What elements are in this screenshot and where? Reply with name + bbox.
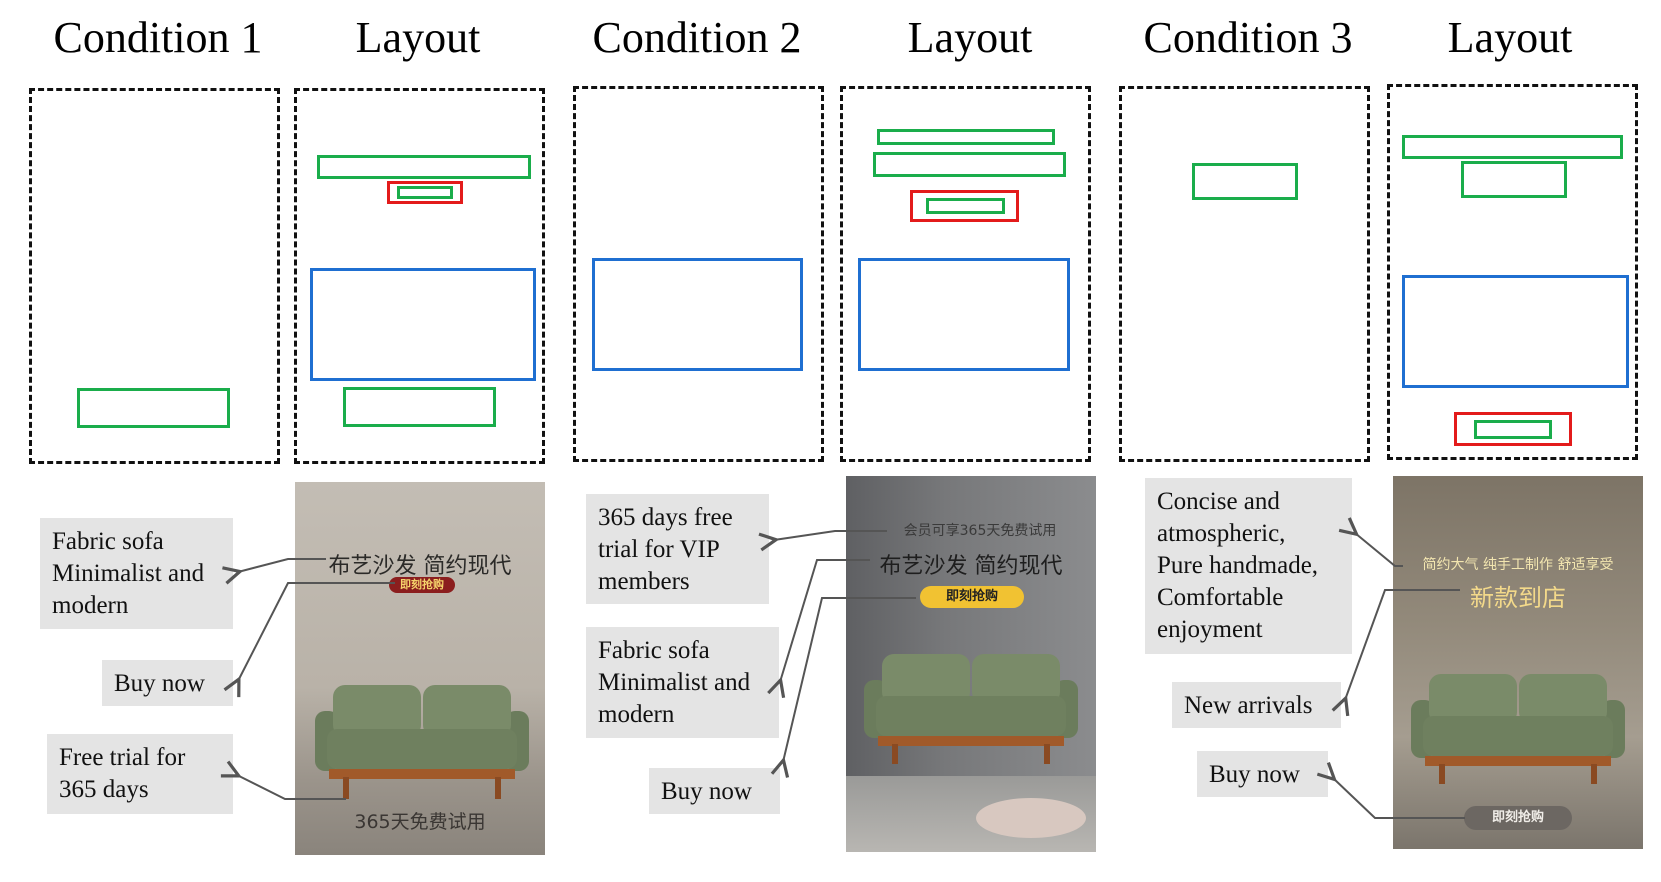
layout-1-headline-box	[317, 155, 531, 179]
header-condition-2: Condition 2	[592, 13, 802, 62]
c2-label-fabric-sofa: Fabric sofa Minimalist and modern	[586, 627, 779, 738]
poster-3-tagline: 简约大气 纯手工制作 舒适享受	[1422, 557, 1614, 573]
c2-label-vip-trial: 365 days free trial for VIP members	[586, 494, 769, 604]
poster-2-buy-button: 即刻抢购	[920, 586, 1024, 608]
arrow-c3-headline	[1345, 589, 1460, 700]
layout-3-canvas	[1387, 84, 1638, 460]
layout-1-footer-box	[343, 387, 496, 427]
layout-3-headline-box	[1461, 161, 1567, 198]
condition-3-headline-box	[1192, 163, 1298, 200]
header-layout-1: Layout	[355, 13, 481, 62]
poster-2-top-text: 会员可享365天免费试用	[903, 523, 1057, 539]
poster-3-headline: 新款到店	[1470, 584, 1566, 612]
condition-2-canvas	[573, 86, 824, 462]
sofa-image	[313, 677, 531, 807]
layout-1-canvas	[294, 88, 545, 464]
arrow-c2-top	[774, 530, 887, 540]
c1-label-buy-now: Buy now	[102, 660, 233, 706]
poster-1-footer: 365天免费试用	[354, 811, 486, 833]
poster-1-buy-button: 即刻抢购	[389, 577, 455, 593]
layout-2-canvas	[840, 86, 1091, 462]
sofa-image	[860, 646, 1082, 776]
layout-3-button-box	[1454, 412, 1572, 446]
layout-1-product-box	[310, 268, 536, 381]
layout-2-top-text-box	[877, 129, 1055, 145]
c1-label-fabric-sofa: Fabric sofa Minimalist and modern	[40, 518, 233, 629]
poster-3-buy-button: 即刻抢购	[1464, 806, 1572, 830]
poster-1-headline: 布艺沙发 简约现代	[328, 554, 512, 579]
floor-rug	[846, 776, 1096, 852]
poster-3: 简约大气 纯手工制作 舒适享受 新款到店 即刻抢购	[1393, 476, 1643, 849]
layout-1-button-box	[387, 181, 463, 204]
layout-3-product-box	[1402, 275, 1629, 388]
condition-3-canvas	[1119, 86, 1370, 462]
header-condition-3: Condition 3	[1143, 13, 1353, 62]
condition-2-product-box	[592, 258, 803, 371]
layout-1-button-text-box	[397, 186, 453, 199]
arrow-c3-button	[1333, 778, 1465, 819]
arrow-c2-headline	[780, 559, 870, 682]
header-condition-1: Condition 1	[53, 13, 263, 62]
arrow-c2-button	[783, 597, 916, 762]
c2-label-buy-now: Buy now	[649, 768, 780, 814]
layout-3-button-text-box	[1474, 420, 1552, 439]
poster-2-headline: 布艺沙发 简约现代	[879, 554, 1063, 579]
poster-2: 会员可享365天免费试用 布艺沙发 简约现代 即刻抢购	[846, 476, 1096, 852]
layout-2-product-box	[858, 258, 1070, 371]
header-layout-2: Layout	[907, 13, 1033, 62]
c3-label-concise: Concise and atmospheric, Pure handmade, …	[1145, 478, 1352, 654]
condition-1-text-box	[77, 388, 230, 428]
c1-label-free-trial: Free trial for 365 days	[47, 734, 233, 814]
c3-label-buy-now: Buy now	[1197, 751, 1328, 797]
layout-2-button-text-box	[926, 198, 1005, 214]
layout-2-button-box	[910, 190, 1019, 222]
condition-1-canvas	[29, 88, 280, 464]
layout-2-headline-box	[873, 152, 1066, 177]
arrow-c1-button	[238, 582, 395, 681]
layout-3-tagline-box	[1402, 135, 1623, 159]
sofa-image	[1407, 666, 1629, 796]
c3-label-new-arrivals: New arrivals	[1172, 682, 1341, 728]
arrow-c1-footer	[237, 775, 346, 800]
arrow-c3-tagline	[1355, 533, 1403, 567]
arrow-c1-headline	[238, 558, 326, 572]
poster-1: 布艺沙发 简约现代 即刻抢购 365天免费试用	[295, 482, 545, 855]
header-layout-3: Layout	[1447, 13, 1573, 62]
